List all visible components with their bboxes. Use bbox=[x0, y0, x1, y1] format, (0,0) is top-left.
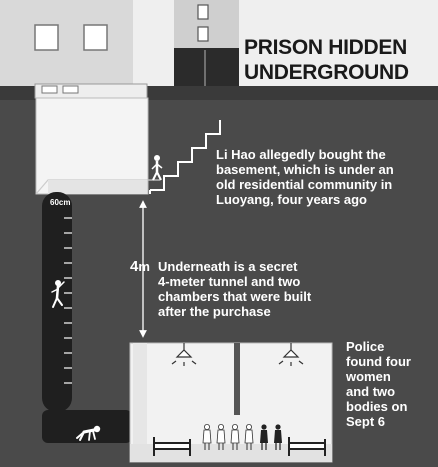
vertical-shaft bbox=[42, 192, 72, 412]
window-icon bbox=[197, 26, 209, 42]
climbing-person-icon bbox=[51, 280, 65, 308]
building-left bbox=[0, 0, 133, 86]
basement-note-line: Luoyang, four years ago bbox=[216, 192, 367, 207]
chamber-divider bbox=[234, 343, 240, 415]
person-icon bbox=[202, 423, 212, 450]
window-icon bbox=[62, 85, 79, 94]
crawling-person-icon bbox=[76, 425, 101, 441]
basement-note-line: basement, which is under an bbox=[216, 162, 394, 177]
bed-icon bbox=[153, 437, 191, 456]
basement-note-line: Li Hao allegedly bought the bbox=[216, 147, 386, 162]
shaft-width-label: 60cm bbox=[50, 198, 71, 207]
police-note-line: Police bbox=[346, 339, 385, 354]
basement-floor bbox=[48, 180, 148, 194]
tunnel-note-line: Underneath is a secret bbox=[158, 259, 298, 274]
page-title-line2: UNDERGROUND bbox=[244, 61, 409, 84]
tunnel-note-line: 4-meter tunnel and two bbox=[158, 274, 301, 289]
person-icon bbox=[244, 423, 254, 450]
page-title: PRISON HIDDEN bbox=[244, 36, 407, 59]
police-note-line: bodies on bbox=[346, 399, 408, 414]
person-icon bbox=[151, 155, 163, 181]
shaft-ruler bbox=[64, 217, 72, 384]
person-icon bbox=[274, 424, 282, 450]
police-note: Police found four women and two bodies o… bbox=[346, 339, 411, 429]
tunnel-note: Underneath is a secret 4-meter tunnel an… bbox=[158, 259, 311, 319]
stairs-icon bbox=[150, 120, 221, 191]
basement-note-line: old residential community in bbox=[216, 177, 393, 192]
police-note-line: and two bbox=[346, 384, 396, 399]
depth-value: 4 bbox=[130, 258, 139, 275]
person-icon bbox=[216, 423, 226, 450]
window-icon bbox=[41, 85, 58, 94]
lamp-icon bbox=[171, 343, 197, 366]
basement-note: Li Hao allegedly bought the basement, wh… bbox=[216, 147, 394, 207]
tunnel-note-line: chambers that were built bbox=[158, 289, 312, 304]
horizontal-tunnel bbox=[42, 410, 132, 443]
depth-label: 4m bbox=[130, 259, 150, 274]
person-icon bbox=[230, 423, 240, 450]
window-icon bbox=[197, 4, 209, 20]
lamp-icon bbox=[278, 343, 304, 366]
window-icon bbox=[83, 24, 108, 51]
police-note-line: found four bbox=[346, 354, 411, 369]
basement-room bbox=[35, 97, 149, 195]
window-icon bbox=[34, 24, 59, 51]
bed-icon bbox=[288, 437, 326, 456]
chamber-wall-left bbox=[133, 343, 147, 462]
police-note-line: women bbox=[346, 369, 391, 384]
police-note-line: Sept 6 bbox=[346, 414, 386, 429]
person-icon bbox=[260, 424, 268, 450]
tunnel-note-line: after the purchase bbox=[158, 304, 271, 319]
depth-unit: m bbox=[138, 259, 150, 274]
